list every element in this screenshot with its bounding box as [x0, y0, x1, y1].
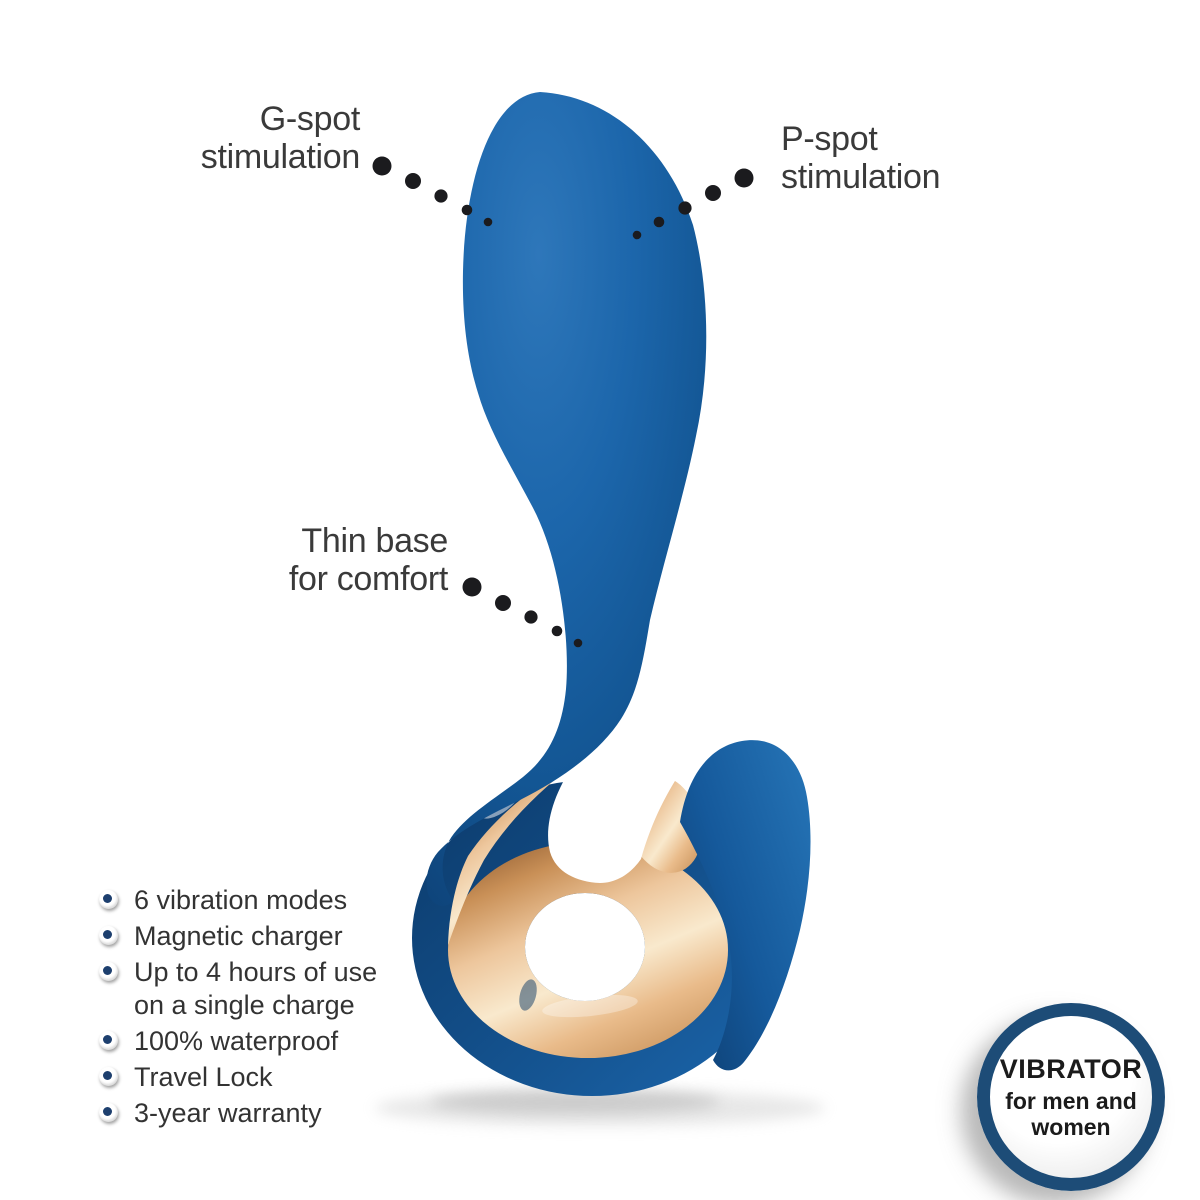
feature-item: 3-year warranty: [99, 1097, 377, 1130]
device-gold-ring: [448, 841, 728, 1059]
feature-list: 6 vibration modes Magnetic charger Up to…: [99, 884, 377, 1133]
feature-bullet-icon: [99, 1103, 118, 1122]
callout-thin-base: Thin base for comfort: [288, 522, 448, 598]
feature-label: 3-year warranty: [134, 1098, 322, 1128]
feature-bullet-icon: [99, 1067, 118, 1086]
badge-subtitle: for men and women: [1005, 1088, 1137, 1140]
feature-item: Magnetic charger: [99, 920, 377, 953]
feature-label: Up to 4 hours of use on a single charge: [134, 957, 378, 1020]
feature-label: Travel Lock: [134, 1062, 273, 1092]
feature-label: 100% waterproof: [134, 1026, 339, 1056]
device-secondary-arm: [680, 740, 811, 1071]
feature-item: Up to 4 hours of use on a single charge: [99, 956, 377, 1022]
feature-item: Travel Lock: [99, 1061, 377, 1094]
callout-p-spot: P-spot stimulation: [781, 120, 941, 196]
device-gold-taper: [448, 766, 572, 945]
feature-bullet-icon: [99, 962, 118, 981]
feature-item: 6 vibration modes: [99, 884, 377, 917]
gold-highlight-bottom: [542, 994, 638, 1018]
device-shadow-core: [430, 1090, 720, 1114]
callout-g-spot: G-spot stimulation: [200, 100, 361, 176]
device-main-body: [426, 92, 707, 906]
feature-bullet-icon: [99, 890, 118, 909]
p-spot-leader-dots-icon: [632, 168, 754, 240]
badge-title: VIBRATOR: [999, 1054, 1143, 1084]
feature-label: 6 vibration modes: [134, 885, 348, 915]
gold-blue-reflection: [519, 979, 537, 1011]
feature-bullet-icon: [99, 926, 118, 945]
feature-item: 100% waterproof: [99, 1025, 377, 1058]
feature-label: Magnetic charger: [134, 921, 343, 951]
thin-base-leader-dots-icon: [462, 577, 583, 648]
feature-bullet-icon: [99, 1031, 118, 1050]
info-badge: VIBRATOR for men and women: [977, 1003, 1165, 1191]
g-spot-leader-dots-icon: [372, 156, 493, 227]
